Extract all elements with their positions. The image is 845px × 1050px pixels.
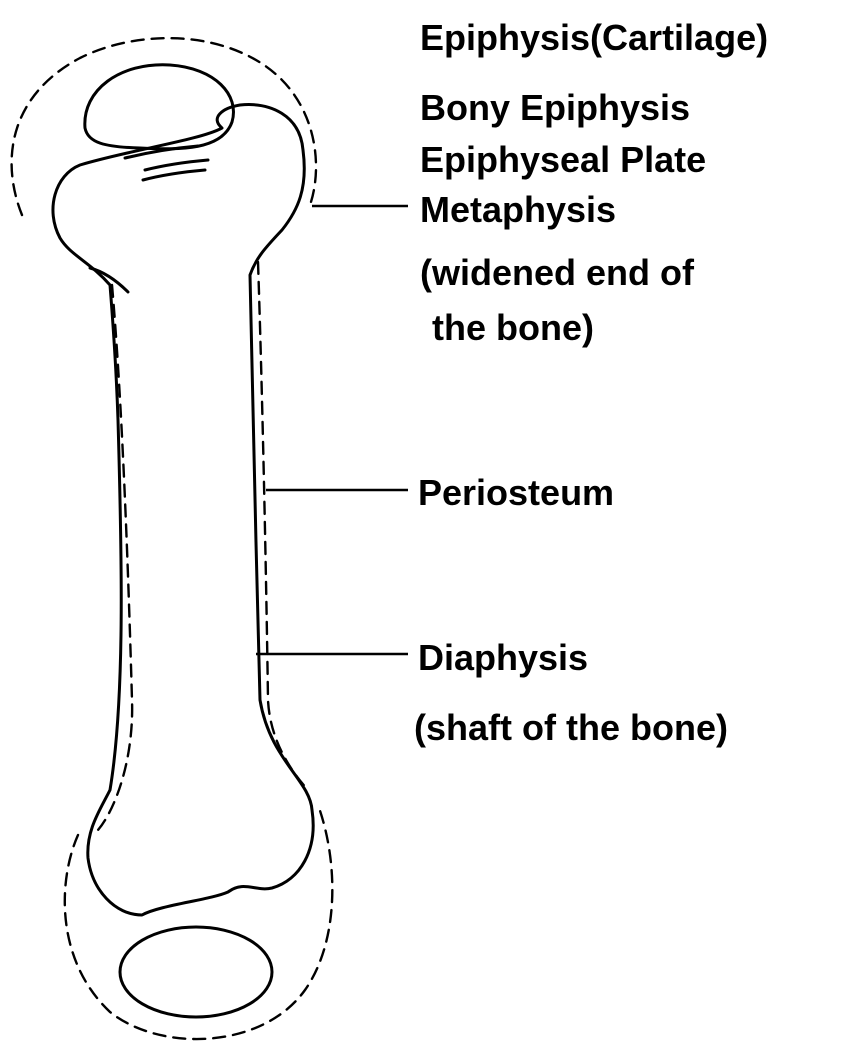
label-diaphysis: Diaphysis bbox=[418, 637, 588, 678]
label-bony-epiphysis: Bony Epiphysis bbox=[420, 87, 690, 128]
label-epiphyseal-plate: Epiphyseal Plate bbox=[420, 139, 706, 180]
label-periosteum: Periosteum bbox=[418, 472, 614, 513]
label-metaphysis: Metaphysis bbox=[420, 189, 616, 230]
label-epiphysis-cartilage: Epiphysis(Cartilage) bbox=[420, 17, 768, 58]
label-diaphysis-note: (shaft of the bone) bbox=[414, 707, 728, 748]
label-metaphysis-note-line2: the bone) bbox=[432, 307, 594, 348]
label-metaphysis-note-line1: (widened end of bbox=[420, 252, 695, 293]
